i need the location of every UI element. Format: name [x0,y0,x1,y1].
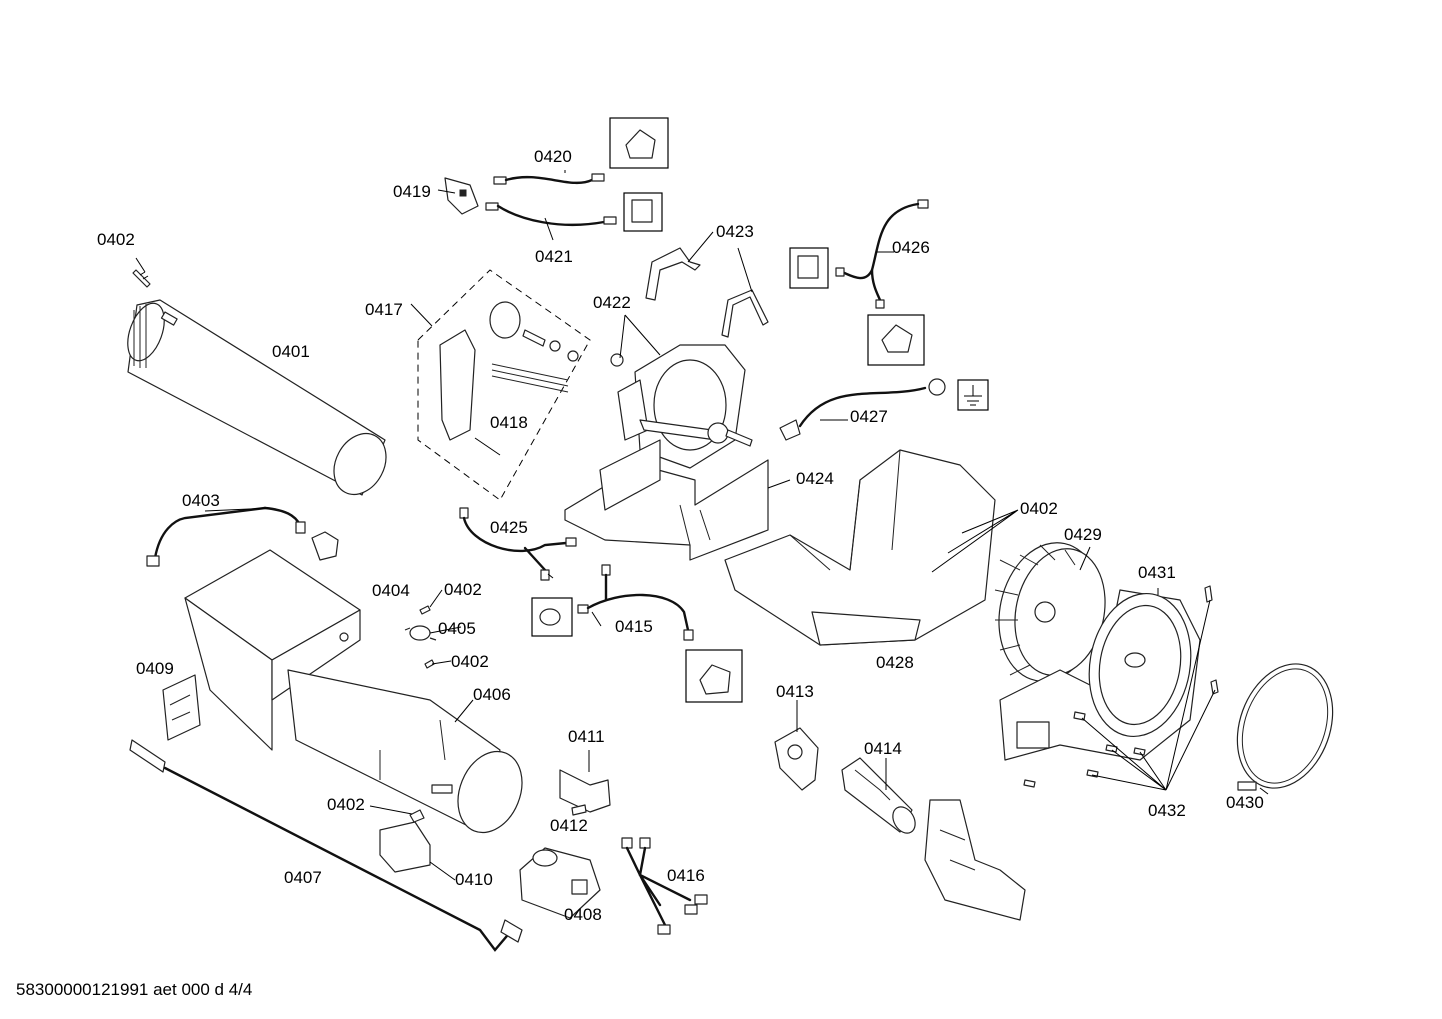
callout-0403: 0403 [182,491,220,510]
leader-lines [135,170,1269,881]
callout-0421: 0421 [535,247,573,266]
reference-box-valve [685,649,743,703]
part-switch [444,177,479,215]
part-wire-0415 [577,564,694,641]
callout-0405: 0405 [438,619,476,638]
part-solenoid [379,809,431,873]
callout-0424: 0424 [796,469,834,488]
callout-0422: 0422 [593,293,631,312]
callout-0412: 0412 [550,816,588,835]
callout-0407: 0407 [284,868,322,887]
part-wire-0426 [835,199,929,309]
callout-0406: 0406 [473,685,511,704]
callout-0418: 0418 [490,413,528,432]
callout-0411: 0411 [568,727,605,746]
callout-0402: 0402 [444,580,482,599]
part-ground-wire [779,378,946,441]
callout-0427: 0427 [850,407,888,426]
reference-box-0415 [531,597,573,637]
part-motor-base [564,439,769,561]
callout-0420: 0420 [534,147,572,166]
part-spring [474,363,569,456]
part-gas-valve [519,847,601,919]
callout-0432: 0432 [1148,801,1186,820]
part-gas-pipe [129,739,523,952]
callout-0413: 0413 [776,682,814,701]
part-heater-0414 [841,757,916,834]
callout-0409: 0409 [136,659,174,678]
part-igniter [559,769,611,816]
part-drum-duct [127,299,387,496]
part-motor-clips [645,247,769,338]
callout-0402: 0402 [327,795,365,814]
reference-box-top [609,117,669,169]
part-group-outline [417,269,591,501]
document-code: 58300000121991 aet 000 d 4/4 [16,980,253,999]
part-blower-fan [994,542,1106,682]
reference-box-right-2 [867,314,925,366]
callout-0410: 0410 [455,870,493,889]
callout-0402: 0402 [97,230,135,249]
callout-0423: 0423 [716,222,754,241]
callout-labels: 0401 0402 0402 0402 0402 0402 0403 0404 … [97,147,1264,924]
ground-symbol-box [957,379,989,411]
reference-box-mid [623,192,663,232]
part-wire-harness [146,506,339,567]
part-blower-housing [724,449,996,646]
callout-0426: 0426 [892,238,930,257]
callout-0401: 0401 [272,342,310,361]
callout-0428: 0428 [876,653,914,672]
callout-0416: 0416 [667,866,705,885]
part-screws-0432 [1023,585,1219,788]
part-burner-housing [184,549,523,834]
callout-0404: 0404 [372,581,410,600]
callout-0408: 0408 [564,905,602,924]
part-seal-ring [1236,663,1334,791]
part-thermostat [404,605,437,669]
callout-0417: 0417 [365,300,403,319]
part-wires-0420-0421 [485,173,617,227]
callout-0414: 0414 [864,739,902,758]
callout-0419: 0419 [393,182,431,201]
callout-0402: 0402 [451,652,489,671]
reference-box-right-1 [789,247,829,289]
part-mount-bracket [924,799,1026,921]
part-screw [132,269,151,288]
part-blower-cover [999,589,1201,761]
callout-0415: 0415 [615,617,653,636]
part-connector-harness [621,837,708,935]
part-wire-0425 [459,507,577,581]
callout-0425: 0425 [490,518,528,537]
part-motor [610,344,753,469]
callout-0431: 0431 [1138,563,1176,582]
part-bracket [162,674,201,741]
part-bracket-0413 [774,727,819,791]
callout-0402: 0402 [1020,499,1058,518]
callout-0429: 0429 [1064,525,1102,544]
callout-0430: 0430 [1226,793,1264,812]
